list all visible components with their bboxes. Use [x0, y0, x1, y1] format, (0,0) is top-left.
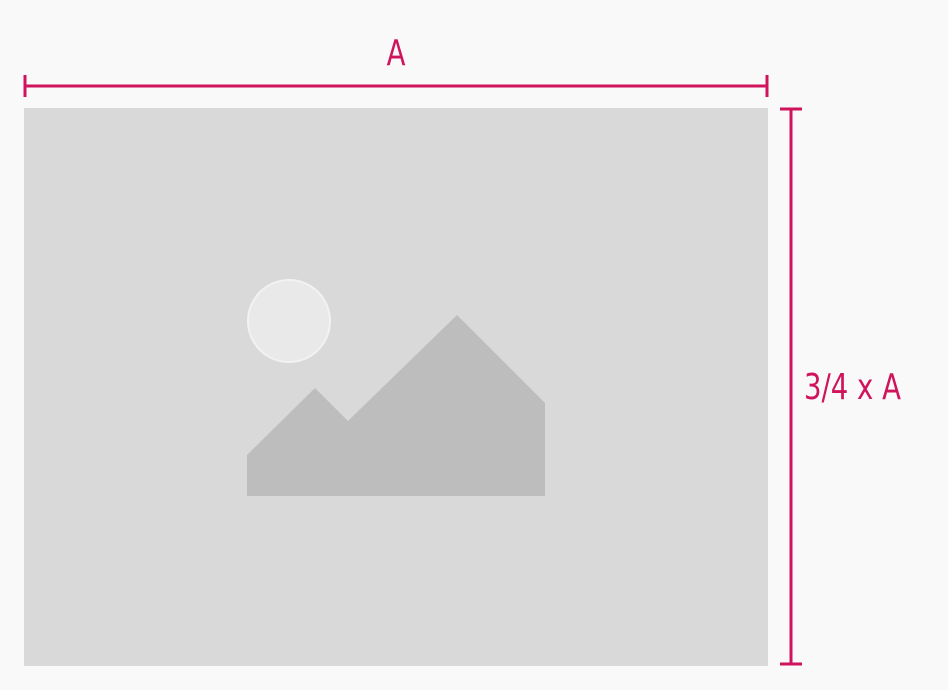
- width-dimension: [23, 75, 769, 97]
- sun-icon: [247, 279, 331, 363]
- mountain-icon: [247, 315, 545, 496]
- height-dimension: [780, 107, 802, 666]
- image-placeholder-icon: [247, 279, 545, 496]
- width-label: A: [386, 33, 406, 74]
- height-label: 3/4 x A: [804, 367, 901, 408]
